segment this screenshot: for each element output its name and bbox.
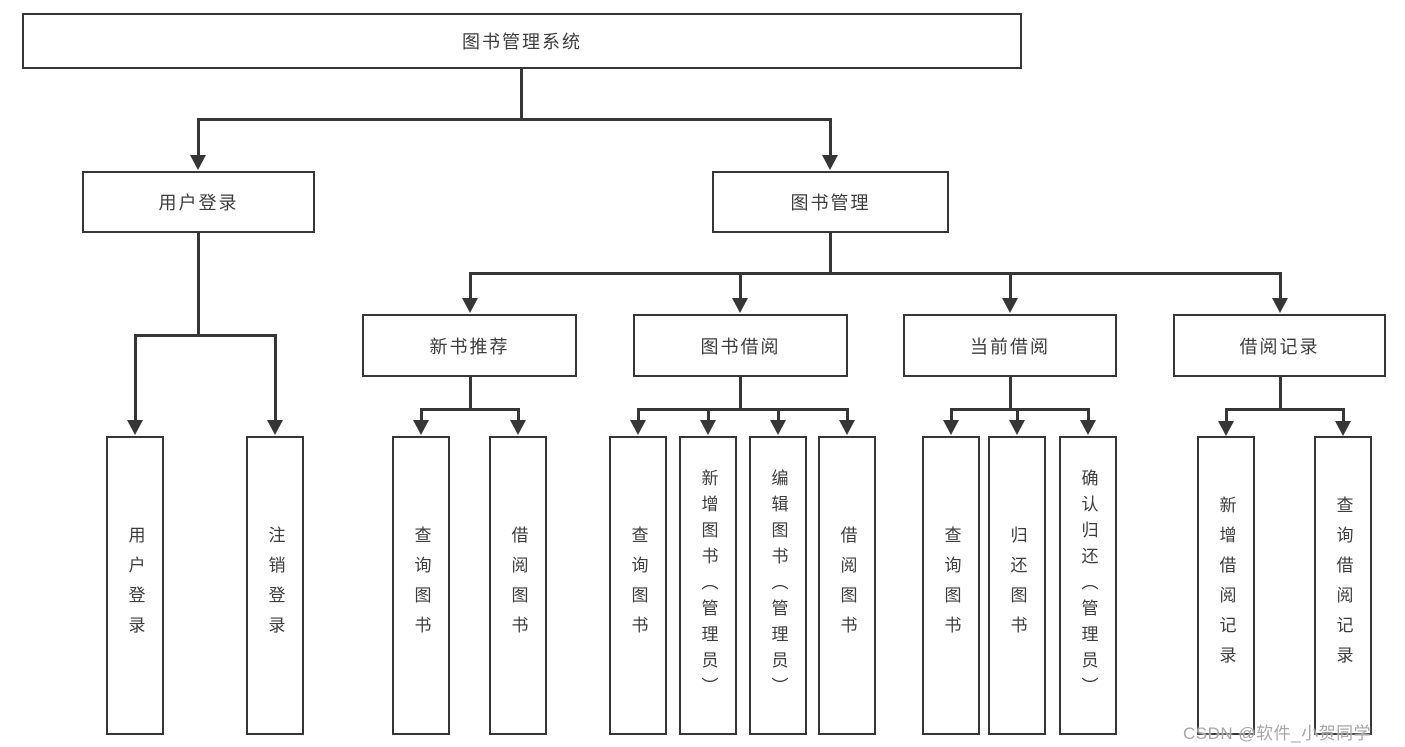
node-book-borrowing: 图书借阅: [633, 314, 848, 377]
leaf-add-borrow-record: 新增借阅记录: [1197, 436, 1255, 735]
connector-line: [1008, 273, 1012, 299]
connector-line: [519, 69, 523, 120]
connector-line: [196, 233, 200, 336]
arrowhead-icon: [732, 298, 748, 313]
node-label: 图书管理系统: [462, 32, 582, 52]
node-label: 查询图书: [941, 525, 961, 646]
connector-line: [845, 409, 849, 421]
arrowhead-icon: [839, 420, 855, 435]
node-label: 借阅记录: [1239, 336, 1320, 357]
leaf-logout: 注销登录: [246, 436, 304, 735]
node-label: 查询图书: [411, 525, 431, 646]
connector-line: [196, 117, 832, 121]
connector-line: [1341, 409, 1345, 422]
node-label: 用户登录: [158, 193, 239, 213]
node-new-book-recommend: 新书推荐: [362, 314, 577, 377]
node-label: 借阅图书: [837, 525, 857, 646]
node-label: 图书借阅: [700, 336, 781, 357]
connector-line: [1278, 273, 1282, 299]
node-book-management: 图书管理: [712, 171, 949, 233]
connector-line: [1086, 409, 1090, 421]
node-label: 新增借阅记录: [1216, 495, 1236, 676]
arrowhead-icon: [1002, 298, 1018, 313]
connector-line: [738, 273, 742, 299]
arrowhead-icon: [943, 420, 959, 435]
leaf-query-books: 查询图书: [609, 436, 667, 735]
connector-line: [419, 409, 423, 421]
node-borrowing-records: 借阅记录: [1173, 314, 1386, 377]
connector-line: [133, 335, 137, 421]
connector-line: [419, 407, 520, 411]
arrowhead-icon: [127, 420, 143, 435]
node-label: 图书管理: [790, 193, 871, 213]
arrowhead-icon: [1335, 421, 1351, 436]
connector-line: [636, 409, 640, 421]
leaf-borrow-books: 借阅图书: [489, 436, 547, 735]
leaf-return-books: 归还图书: [988, 436, 1046, 735]
node-label: 归还图书: [1007, 525, 1027, 646]
leaf-query-books: 查询图书: [922, 436, 980, 735]
connector-line: [738, 377, 742, 410]
leaf-add-books-admin: 新增图书（管理员）: [679, 436, 737, 735]
arrowhead-icon: [630, 420, 646, 435]
node-label: 新增图书（管理员）: [698, 468, 718, 703]
connector-line: [1008, 377, 1012, 410]
connector-line: [133, 333, 277, 337]
node-current-borrowing: 当前借阅: [903, 314, 1117, 377]
leaf-user-login: 用户登录: [106, 436, 164, 735]
connector-line: [468, 271, 1282, 275]
node-label: 借阅图书: [508, 525, 528, 646]
arrowhead-icon: [1080, 420, 1096, 435]
connector-line: [273, 335, 277, 421]
node-root-system: 图书管理系统: [22, 13, 1022, 69]
connector-line: [516, 409, 520, 421]
connector-line: [1224, 407, 1345, 411]
arrowhead-icon: [462, 298, 478, 313]
connector-line: [949, 409, 953, 421]
leaf-confirm-return-admin: 确认归还（管理员）: [1059, 436, 1117, 735]
connector-line: [1015, 409, 1019, 421]
node-label: 查询图书: [628, 525, 648, 646]
node-label: 用户登录: [125, 525, 145, 646]
node-user-login: 用户登录: [82, 171, 315, 233]
node-label: 注销登录: [265, 525, 285, 646]
arrowhead-icon: [413, 420, 429, 435]
arrowhead-icon: [510, 420, 526, 435]
connector-line: [468, 377, 472, 410]
node-label: 查询借阅记录: [1333, 495, 1353, 676]
leaf-borrow-books: 借阅图书: [818, 436, 876, 735]
leaf-query-borrow-record: 查询借阅记录: [1314, 436, 1372, 735]
connector-line: [1015, 407, 1090, 411]
arrowhead-icon: [267, 420, 283, 435]
connector-line: [828, 233, 832, 274]
arrowhead-icon: [190, 155, 206, 170]
arrowhead-icon: [1009, 420, 1025, 435]
connector-line: [828, 119, 832, 156]
connector-line: [636, 407, 849, 411]
node-label: 新书推荐: [429, 336, 510, 357]
node-label: 编辑图书（管理员）: [768, 468, 788, 703]
connector-line: [949, 407, 1019, 411]
csdn-watermark: CSDN @软件_小贺同学: [1183, 724, 1372, 743]
leaf-edit-books-admin: 编辑图书（管理员）: [749, 436, 807, 735]
connector-line: [1224, 409, 1228, 422]
connector-line: [196, 119, 200, 156]
connector-line: [706, 409, 710, 421]
arrowhead-icon: [1272, 298, 1288, 313]
connector-line: [776, 409, 780, 421]
connector-line: [1278, 377, 1282, 410]
arrowhead-icon: [822, 155, 838, 170]
arrowhead-icon: [770, 420, 786, 435]
node-label: 当前借阅: [970, 336, 1050, 357]
arrowhead-icon: [700, 420, 716, 435]
leaf-query-books: 查询图书: [392, 436, 450, 735]
arrowhead-icon: [1218, 421, 1234, 436]
connector-line: [468, 273, 472, 299]
node-label: 确认归还（管理员）: [1078, 468, 1098, 703]
